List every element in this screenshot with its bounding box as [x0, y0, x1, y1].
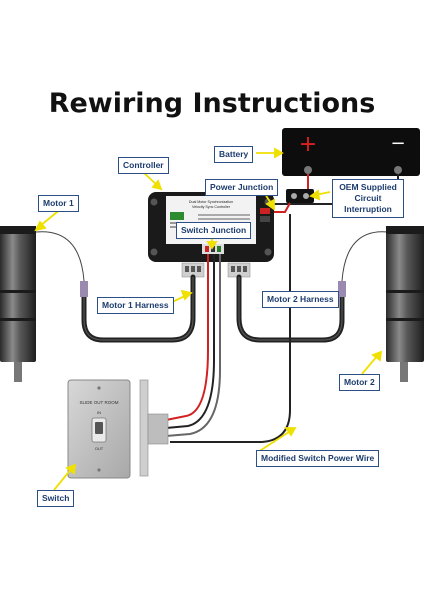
- motor-2-harness-plug: [338, 281, 346, 297]
- wall-switch: SLIDE OUT ROOM IN OUT: [67, 379, 131, 479]
- switch-red-wire: [165, 254, 209, 421]
- label-motor-1: Motor 1: [38, 195, 79, 212]
- controller-subheader: Velocity Sync Controller: [192, 205, 231, 209]
- label-battery: Battery: [214, 146, 254, 163]
- battery-plus-terminal: +: [299, 132, 317, 157]
- switch-black-wire: [165, 254, 215, 429]
- label-modified-switch-power-wire: Modified Switch Power Wire: [256, 450, 380, 467]
- motor-1-harness-cable-inner: [83, 277, 194, 341]
- motor-1: [0, 226, 36, 382]
- label-oem-supplied-circuit-interruption: OEM Supplied Circuit Interruption: [332, 179, 404, 218]
- controller-header: Dual Motor Synchronization: [189, 200, 233, 204]
- label-motor-2: Motor 2: [339, 374, 380, 391]
- motor-2: [386, 226, 424, 382]
- battery: + −: [282, 128, 420, 176]
- switch-gray-wire: [165, 254, 221, 437]
- switch-plate-top-text: SLIDE OUT ROOM: [80, 400, 119, 405]
- circuit-breaker: [286, 189, 314, 203]
- motor-2-connector: [227, 262, 251, 278]
- motor-2-harness-cable-inner: [238, 277, 343, 341]
- label-switch: Switch: [37, 490, 75, 507]
- label-power-junction: Power Junction: [205, 179, 279, 196]
- modified-switch-power-wire: [170, 214, 291, 443]
- page-title: Rewiring Instructions: [48, 88, 376, 119]
- motor-2-lead: [341, 231, 389, 282]
- label-motor-1-harness: Motor 1 Harness: [97, 297, 174, 314]
- motor-1-lead: [35, 231, 85, 282]
- switch-plate-in-text: IN: [97, 410, 101, 415]
- switch-plate-out-text: OUT: [95, 446, 104, 451]
- label-controller: Controller: [118, 157, 169, 174]
- label-motor-2-harness: Motor 2 Harness: [262, 291, 339, 308]
- switch-body: [139, 379, 169, 477]
- battery-minus-terminal: −: [390, 133, 405, 154]
- motor-1-harness-plug: [80, 281, 88, 297]
- label-switch-junction: Switch Junction: [176, 222, 252, 239]
